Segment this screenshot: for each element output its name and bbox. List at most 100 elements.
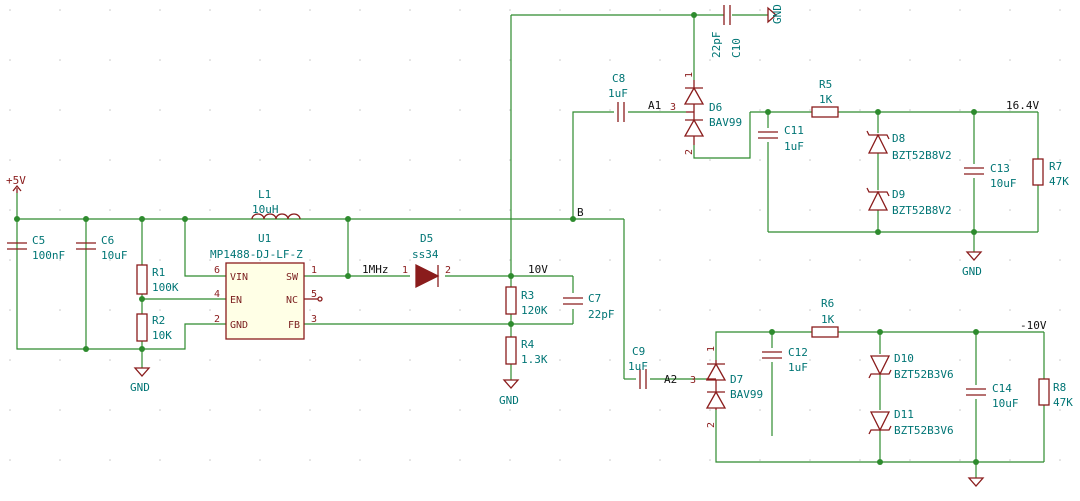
grid-dot — [959, 159, 961, 161]
d8-zener[interactable]: D8 BZT52B8V2 — [866, 130, 952, 162]
grid-dot — [909, 259, 911, 261]
gnd-symbol-left: GND — [130, 367, 151, 394]
grid-dot — [709, 459, 711, 461]
d5-pin2: 2 — [445, 265, 451, 276]
r2-ref: R2 — [152, 314, 165, 327]
grid-dot — [459, 109, 461, 111]
grid-dot — [159, 209, 161, 211]
r5-resistor[interactable]: R5 1K — [811, 78, 839, 118]
grid-dot — [459, 309, 461, 311]
r7-resistor[interactable]: R7 47K — [1032, 158, 1069, 188]
r4-resistor[interactable]: R4 1.3K — [505, 336, 548, 366]
grid-dot — [259, 109, 261, 111]
power-5v-label: +5V — [6, 174, 26, 187]
grid-dot — [159, 359, 161, 361]
r7-ref: R7 — [1049, 160, 1062, 173]
u1-pin-nc: NC — [286, 295, 298, 306]
d6-pin2: 2 — [684, 149, 695, 155]
c6-value: 10uF — [101, 249, 128, 262]
d6-pin1: 1 — [684, 72, 695, 78]
net-label-1mhz: 1MHz — [362, 263, 389, 276]
grid-dot — [309, 9, 311, 11]
grid-dot — [659, 59, 661, 61]
power-symbol-5v: +5V — [6, 174, 26, 193]
grid-dot — [359, 9, 361, 11]
r1-resistor[interactable]: R1 100K — [136, 264, 179, 295]
u1-pinnum-en: 4 — [214, 289, 220, 300]
grid-dot — [9, 9, 11, 11]
d6-dual-diode[interactable]: D6 BAV99 1 2 3 — [670, 72, 742, 155]
grid-dot — [359, 309, 361, 311]
grid-dot — [559, 59, 561, 61]
grid-dot — [809, 259, 811, 261]
grid-dot — [109, 309, 111, 311]
grid-dot — [709, 59, 711, 61]
grid-dot — [909, 409, 911, 411]
r1-ref: R1 — [152, 266, 165, 279]
grid-dot — [609, 409, 611, 411]
r2-resistor[interactable]: R2 10K — [136, 313, 172, 342]
c14-capacitor[interactable]: C14 10uF — [966, 382, 1019, 410]
c13-value: 10uF — [990, 177, 1017, 190]
grid-dot — [409, 159, 411, 161]
gnd-label-left: GND — [130, 381, 150, 394]
grid-dot — [409, 309, 411, 311]
grid-dot — [709, 409, 711, 411]
grid-dot — [559, 409, 561, 411]
d9-zener[interactable]: D9 BZT52B8V2 — [866, 187, 952, 217]
grid-dot — [759, 259, 761, 261]
c9-capacitor[interactable]: C9 1uF — [628, 345, 648, 389]
c8-capacitor[interactable]: C8 1uF — [608, 72, 628, 122]
r3-resistor[interactable]: R3 120K — [505, 286, 548, 317]
d10-zener[interactable]: D10 BZT52B3V6 — [868, 352, 954, 381]
grid-dot — [859, 159, 861, 161]
grid-dot — [759, 209, 761, 211]
c5-ref: C5 — [32, 234, 45, 247]
grid-dot — [709, 309, 711, 311]
grid-dot — [1009, 159, 1011, 161]
grid-dot — [359, 159, 361, 161]
grid-dot — [509, 459, 511, 461]
gnd-symbol-c10: GND — [767, 4, 784, 24]
c9-value: 1uF — [628, 360, 648, 373]
d11-zener[interactable]: D11 BZT52B3V6 — [868, 408, 954, 437]
grid-dot — [1059, 409, 1061, 411]
grid-dot — [259, 9, 261, 11]
c5-capacitor[interactable]: C5 100nF — [7, 234, 65, 262]
c13-capacitor[interactable]: C13 10uF — [964, 162, 1017, 190]
grid-dot — [909, 159, 911, 161]
d11-ref: D11 — [894, 408, 914, 421]
grid-dot — [759, 359, 761, 361]
c10-capacitor[interactable]: 22pF C10 — [710, 5, 743, 58]
grid-dot — [259, 259, 261, 261]
d9-value: BZT52B8V2 — [892, 204, 952, 217]
u1-pinnum-fb: 3 — [311, 314, 317, 325]
r8-resistor[interactable]: R8 47K — [1038, 378, 1073, 409]
grid-dot — [859, 459, 861, 461]
d5-schottky-diode[interactable]: D5 ss34 1 2 — [402, 232, 451, 289]
c6-capacitor[interactable]: C6 10uF — [76, 234, 128, 262]
l1-inductor[interactable]: L1 10uH — [251, 188, 301, 220]
grid-dot — [9, 259, 11, 261]
grid-dot — [509, 9, 511, 11]
grid-dot — [409, 59, 411, 61]
grid-dot — [959, 9, 961, 11]
grid-dot — [1059, 159, 1061, 161]
c11-capacitor[interactable]: C11 1uF — [758, 124, 804, 153]
c7-capacitor[interactable]: C7 22pF — [563, 292, 615, 321]
d7-pin1: 1 — [706, 346, 717, 352]
c12-ref: C12 — [788, 346, 808, 359]
r6-resistor[interactable]: R6 1K — [811, 297, 839, 338]
c12-capacitor[interactable]: C12 1uF — [762, 346, 808, 374]
u1-ic[interactable]: U1 MP1488-DJ-LF-Z VIN EN GND SW NC FB 6 … — [210, 232, 323, 340]
grid-dot — [59, 109, 61, 111]
grid-dot — [209, 259, 211, 261]
u1-pin-vin: VIN — [230, 272, 248, 283]
grid-dot — [759, 159, 761, 161]
grid-dot — [109, 109, 111, 111]
grid-dot — [259, 359, 261, 361]
grid-dot — [409, 459, 411, 461]
grid-dot — [659, 209, 661, 211]
grid-dot — [959, 209, 961, 211]
d7-dual-diode[interactable]: D7 BAV99 1 2 3 — [690, 346, 763, 428]
